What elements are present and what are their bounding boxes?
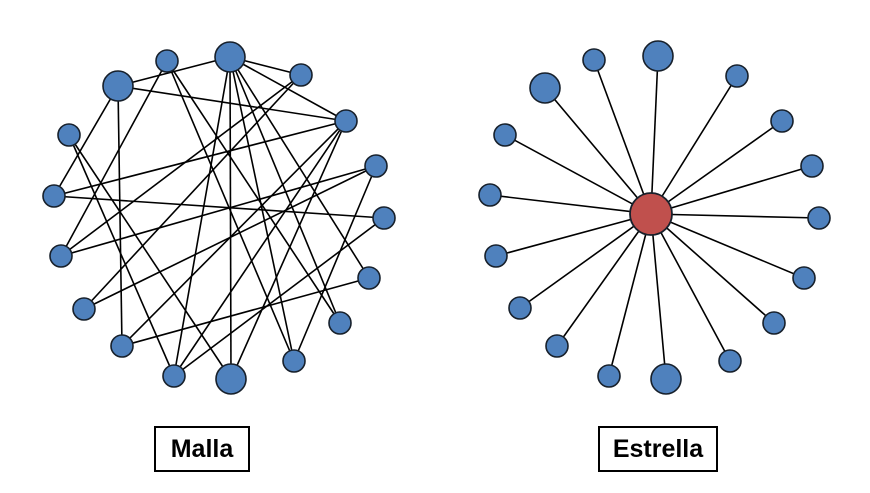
star-edge [489,194,652,215]
star-edge [495,213,652,257]
mesh-edge [53,85,119,197]
star-edge [650,165,813,215]
star-leaf-node [529,72,561,104]
mesh-edge [229,56,341,324]
mesh-node [289,63,313,87]
mesh-edge [173,217,385,377]
star-leaf-node [792,266,816,290]
mesh-node [162,364,186,388]
star-edge [608,213,652,377]
star-leaf-node [725,64,749,88]
mesh-node [155,49,179,73]
star-edge [650,213,667,380]
mesh-node [49,244,73,268]
mesh-edge [166,60,295,362]
star-edge [650,55,659,215]
mesh-node [102,70,134,102]
mesh-edge [229,56,232,380]
mesh-node [372,206,396,230]
star-edge [650,213,775,324]
star-leaf-node [597,364,621,388]
star-leaf-node [493,123,517,147]
mesh-node [282,349,306,373]
mesh-edge [117,85,123,347]
mesh-node [42,184,66,208]
star-edges [489,55,820,380]
star-edge [650,120,783,215]
star-leaf-node [508,296,532,320]
star-leaf-node [762,311,786,335]
mesh-edge [60,60,168,257]
mesh-edge [121,277,370,347]
star-edge [556,213,652,347]
mesh-edge [117,85,347,122]
star-network [478,40,831,395]
mesh-edge [230,120,347,380]
star-leaf-node [582,48,606,72]
mesh-edge [83,165,377,310]
mesh-node [328,311,352,335]
star-leaf-node [807,206,831,230]
mesh-edge [68,134,232,380]
star-leaf-node [770,109,794,133]
star-edge [519,213,652,309]
star-leaf-node [800,154,824,178]
mesh-edge [229,56,295,362]
star-leaf-node [484,244,508,268]
star-leaf-node [650,363,682,395]
star-leaf-node [718,349,742,373]
star-leaf-node [545,334,569,358]
star-hub-node [629,192,673,236]
mesh-node [357,266,381,290]
mesh-node [57,123,81,147]
star-nodes [478,40,831,395]
mesh-edge [166,60,341,324]
mesh-node [334,109,358,133]
star-edge [650,75,738,215]
mesh-edge [121,120,347,347]
star-leaf-node [478,183,502,207]
mesh-node [364,154,388,178]
star-edge [650,213,820,219]
mesh-edge [173,120,347,377]
mesh-edge [53,120,347,197]
mesh-network [42,41,396,395]
star-label: Estrella [598,426,718,472]
mesh-node [72,297,96,321]
mesh-node [110,334,134,358]
mesh-edges [53,56,385,380]
mesh-node [214,41,246,73]
star-edge [650,213,731,362]
star-leaf-node [642,40,674,72]
mesh-nodes [42,41,396,395]
mesh-edge [83,74,302,310]
mesh-edge [60,165,377,257]
mesh-edge [53,195,385,219]
star-edge [593,59,652,215]
star-edge [650,213,805,279]
star-edge [544,87,652,215]
star-edge [504,134,652,215]
mesh-label: Malla [154,426,250,472]
mesh-edge [293,165,377,362]
mesh-node [215,363,247,395]
mesh-edge [60,74,302,257]
